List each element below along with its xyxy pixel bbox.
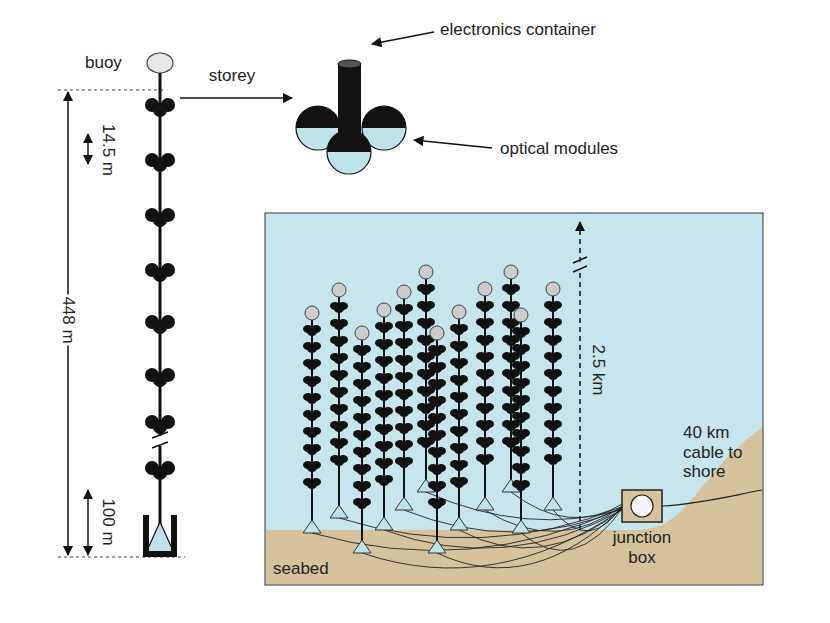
dimension-arrow bbox=[87, 134, 89, 164]
detector-line bbox=[512, 308, 530, 533]
label-text: 448 m bbox=[58, 294, 78, 345]
storey-symbol bbox=[145, 461, 175, 480]
detector-line bbox=[417, 265, 435, 492]
detector-line bbox=[450, 305, 468, 530]
buoy-shape bbox=[147, 53, 173, 73]
seabed-cable bbox=[511, 492, 624, 518]
break-mark bbox=[573, 266, 587, 272]
detector-line bbox=[428, 326, 446, 553]
junction-box-dome bbox=[631, 495, 653, 517]
sea-panel bbox=[265, 213, 763, 585]
label-text: optical modules bbox=[500, 139, 618, 159]
label-text: seabed bbox=[273, 559, 329, 579]
detector-line bbox=[375, 303, 393, 530]
anchor-frame bbox=[143, 551, 177, 557]
storey-symbol bbox=[145, 263, 175, 282]
label-text: junction box bbox=[607, 528, 677, 567]
detector-line bbox=[476, 282, 494, 510]
detector-line bbox=[544, 282, 562, 510]
dim-guide bbox=[58, 90, 165, 91]
pointer-arrow bbox=[372, 32, 434, 44]
storey-symbol bbox=[145, 98, 175, 117]
label-text: electronics container bbox=[440, 20, 596, 40]
storey-symbol bbox=[145, 315, 175, 334]
storey-detail bbox=[296, 60, 406, 174]
string-line bbox=[159, 446, 162, 525]
pointer-arrow bbox=[180, 97, 292, 99]
seabed-cable bbox=[339, 506, 624, 538]
break-mark bbox=[152, 442, 168, 448]
string-group bbox=[303, 265, 562, 553]
shore-cable bbox=[662, 490, 762, 506]
detector-line bbox=[395, 285, 413, 510]
label-text: 2.5 km bbox=[588, 344, 608, 395]
cable-group bbox=[312, 492, 624, 568]
detector-line bbox=[330, 283, 348, 518]
dimension-arrow bbox=[87, 490, 89, 555]
label-text: buoy bbox=[85, 53, 122, 73]
pointer-arrow bbox=[414, 140, 492, 148]
seabed-cable bbox=[553, 503, 624, 531]
depth-arrow bbox=[579, 272, 581, 530]
label-text: 40 km cable to shore bbox=[683, 423, 757, 482]
storey-symbol bbox=[145, 368, 175, 387]
storey-symbol bbox=[145, 153, 175, 172]
storey-symbol bbox=[145, 208, 175, 227]
anchor-frame bbox=[171, 515, 177, 557]
detector-line bbox=[303, 306, 321, 533]
label-text: storey bbox=[209, 66, 255, 86]
detector-line bbox=[353, 326, 371, 553]
storey-group bbox=[145, 98, 175, 480]
break-mark bbox=[573, 257, 587, 263]
seabed-cable bbox=[426, 492, 624, 520]
anchor-frame bbox=[143, 515, 149, 557]
label-text: 14.5 m bbox=[98, 124, 118, 176]
junction-box-shape bbox=[622, 490, 662, 522]
anchor bbox=[145, 522, 175, 555]
storey-symbol bbox=[145, 415, 175, 434]
seabed-cable bbox=[521, 506, 624, 550]
depth-arrow bbox=[579, 222, 581, 262]
label-text: 100 m bbox=[98, 498, 118, 545]
